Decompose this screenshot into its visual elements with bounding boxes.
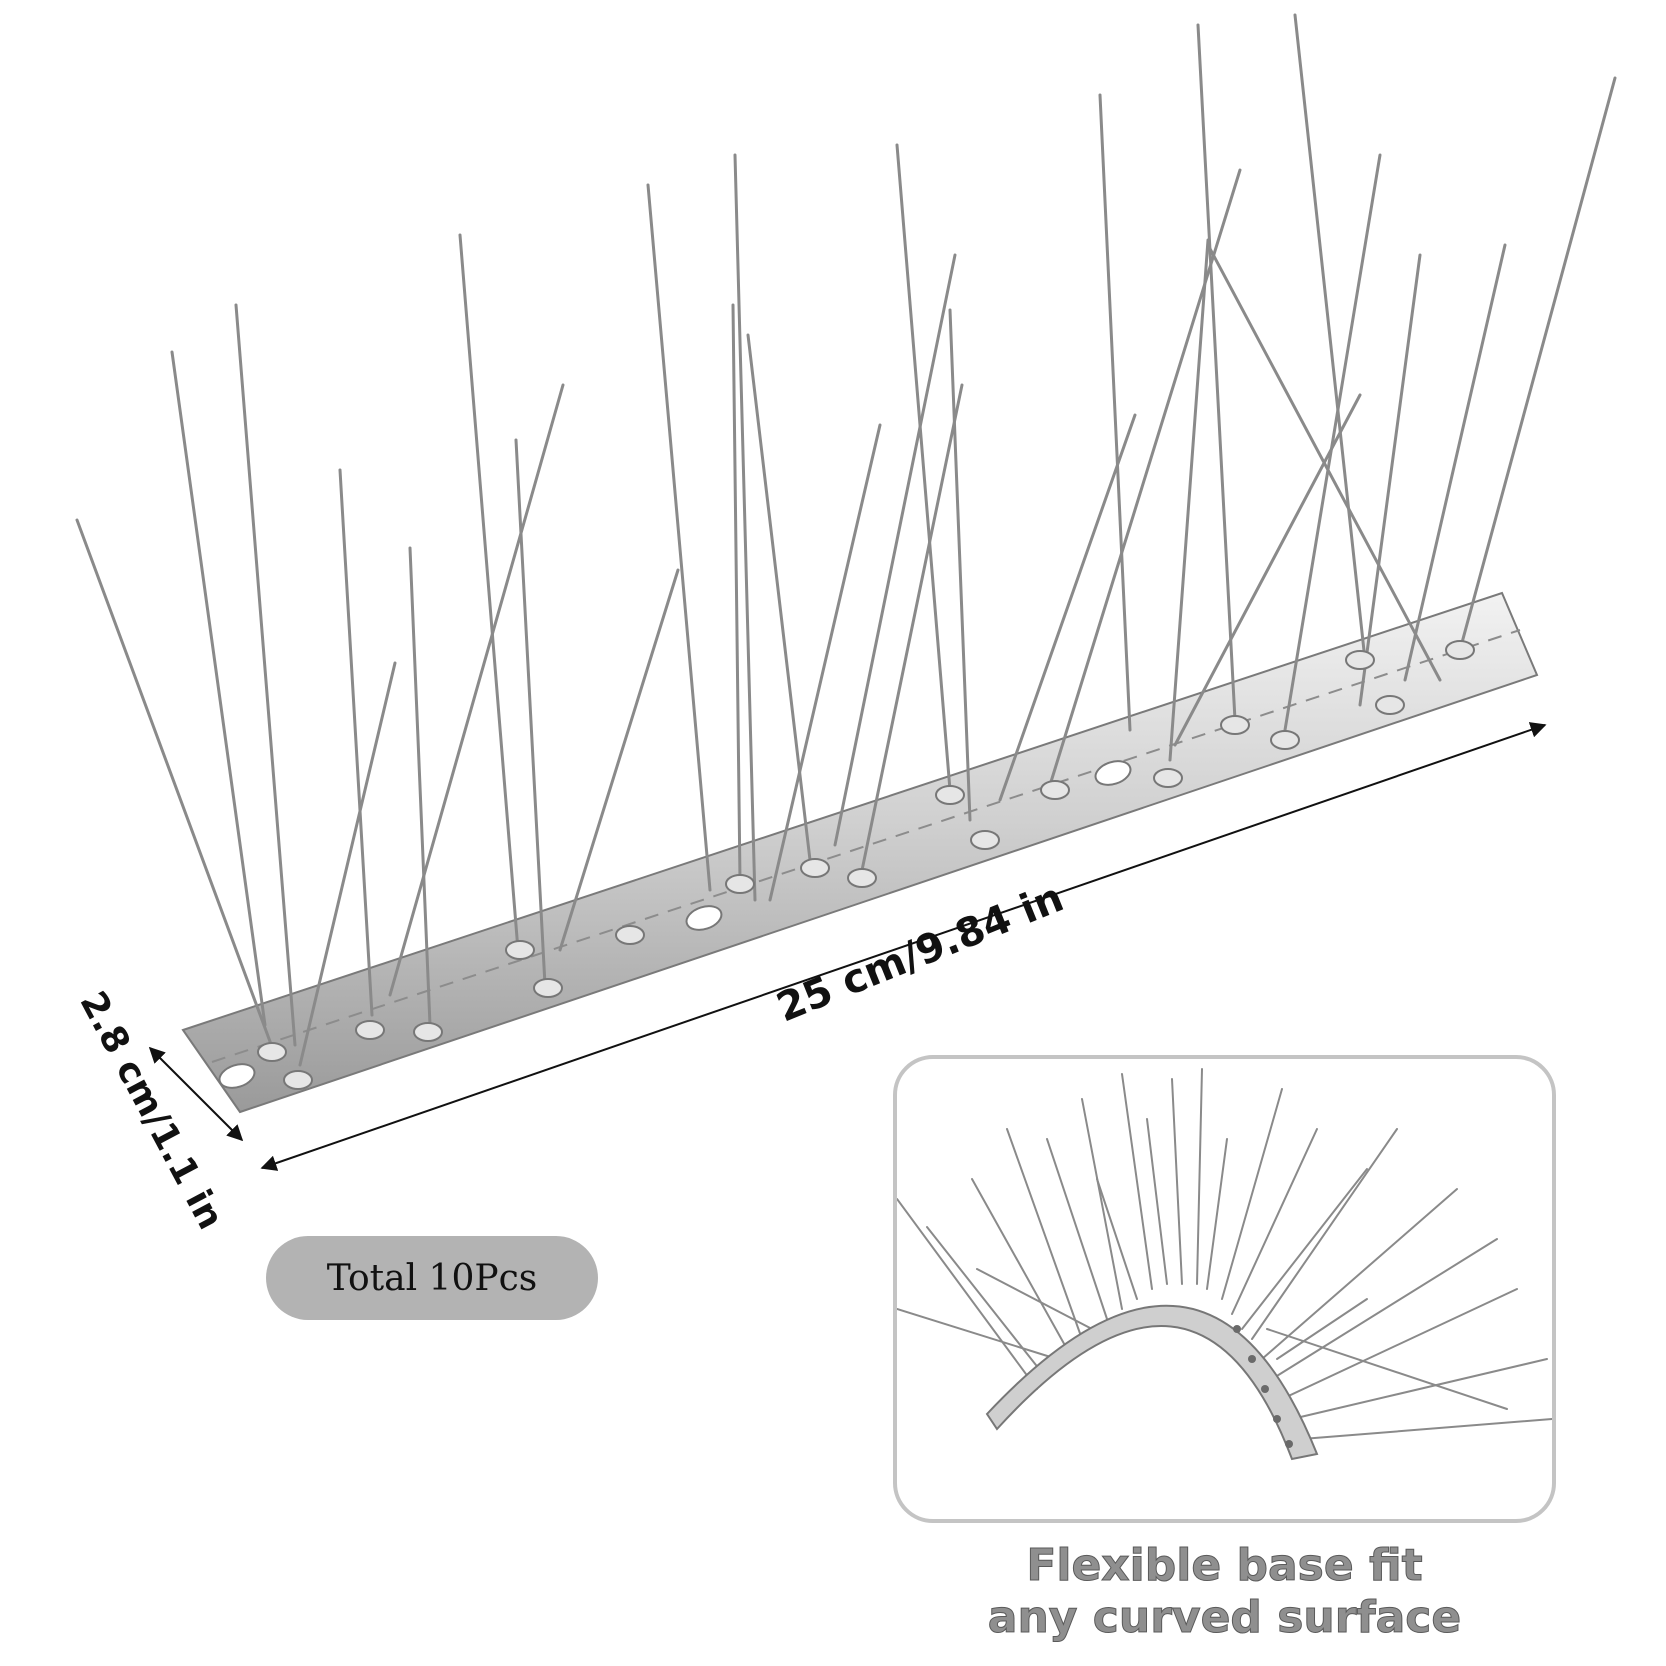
curved-bird-spike-strip-icon <box>897 1068 1552 1461</box>
width-dimension-arrow <box>148 1046 244 1142</box>
count-badge: Total 10Pcs <box>266 1236 598 1320</box>
spike-base-strip <box>181 591 1539 1114</box>
inset-caption-line-1: Flexible base fit <box>1026 1540 1423 1592</box>
inset-caption-line-2: any curved surface <box>987 1592 1462 1644</box>
curved-surface-inset <box>893 1055 1556 1523</box>
count-label: Total 10Pcs <box>326 1257 538 1299</box>
length-dimension-arrow <box>260 722 1547 1171</box>
